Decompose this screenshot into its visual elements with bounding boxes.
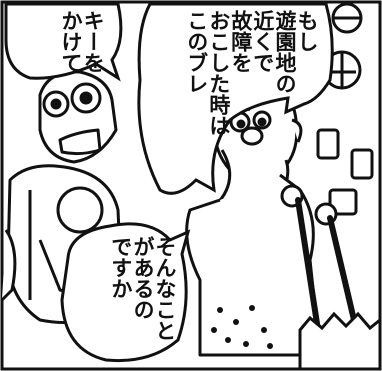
robot-figure xyxy=(0,46,124,324)
old-man-figure xyxy=(185,78,338,357)
top-bubble-line: おこした時は xyxy=(206,10,231,136)
left-bubble-line: かけて xyxy=(58,10,83,73)
top-bubble-text: もし 遊園地の 近くで 故障を おこした時は このブレ xyxy=(162,10,319,186)
gear-decoration xyxy=(298,311,382,371)
top-bubble-line: このブレ xyxy=(184,10,209,94)
speech-bubbles xyxy=(4,2,334,363)
bottom-bubble-line: があるの xyxy=(130,236,155,320)
background-gauges xyxy=(316,2,374,216)
bottom-bubble-text: そんなこと があるの ですか xyxy=(80,236,177,356)
top-bubble-line: 故障を xyxy=(228,10,253,73)
top-bubble-line: もし xyxy=(295,10,319,52)
top-bubble-line: 遊園地の xyxy=(272,10,297,94)
left-bubble-text: キーを かけて xyxy=(16,10,105,78)
bottom-bubble-line: そんなこと xyxy=(153,236,177,341)
left-bubble-shape xyxy=(4,2,123,82)
left-bubble-line: キーを xyxy=(81,10,105,73)
bottom-bubble-line: ですか xyxy=(108,236,133,299)
control-levers xyxy=(295,197,357,333)
top-bubble-shape xyxy=(137,2,334,195)
bottom-bubble-shape xyxy=(60,222,191,363)
top-bubble-line: 近くで xyxy=(250,10,275,73)
